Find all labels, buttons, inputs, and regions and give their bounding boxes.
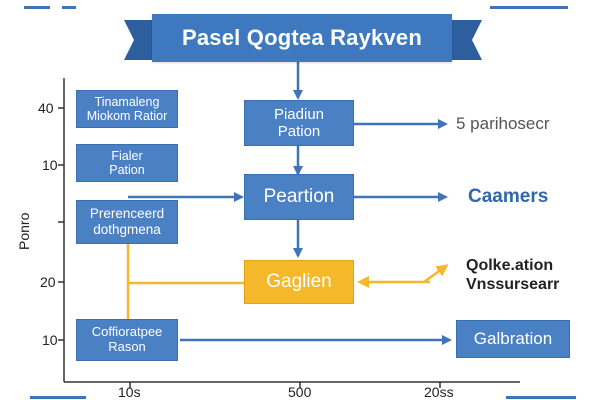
output-lower-line1: Qolke.ation [466,257,554,274]
diagram-title: Pasel Qogtea Raykven [181,25,422,50]
output-top-text: 5 parihosecr [456,114,550,133]
center-box-middle: Peartion [244,174,354,220]
diagram-title-banner: Pasel Qogtea Raykven [152,14,452,62]
x-axis-ticks [129,382,441,388]
yellow-arrow-out [423,264,449,284]
output-bottom-box: Galbration [456,320,570,358]
left-box-3-line2: dothgmena [93,222,161,237]
y-label-3: Ponro [16,212,32,250]
y-axis-ticks [58,107,64,341]
output-bottom-box-label: Galbration [473,329,553,349]
left-box-1: Tinamaleng Miokom Ratior [76,90,178,128]
left-box-2: Fialer Pation [76,144,178,182]
output-middle-text: Caamers [468,186,549,207]
left-box-1-line2: Miokom Ratior [86,109,168,123]
left-box-2-line2: Pation [109,163,145,177]
left-box-3-line1: Prerenceerd [89,206,165,222]
center-box-top-line2: Pation [277,123,321,140]
left-box-1-line1: Tinamaleng [94,94,160,109]
banner-ribbon-right [452,20,482,60]
left-box-2-line1: Fialer [111,148,143,163]
left-box-4-line2: Rason [108,339,146,354]
y-label-1: 40 [38,100,54,116]
left-box-3: Prerenceerd dothgmena [76,200,178,244]
left-box-4-line1: Coffioratpee [91,324,163,340]
bottom-left-rule [30,396,86,399]
banner-ribbon-left [124,20,152,60]
center-box-bottom: Gaglien [244,260,354,304]
y-label-4: 20 [40,274,56,290]
y-label-5: 10 [42,332,58,348]
bottom-right-rule [506,396,576,399]
left-box-4: Coffioratpee Rason [76,319,178,361]
top-right-rule [490,6,568,9]
top-left-rule [24,6,50,9]
center-box-middle-label: Peartion [263,186,335,208]
x-label-3: 20ss [424,384,454,400]
center-box-top: Piadiun Pation [244,100,354,146]
top-left-rule-2 [62,6,76,9]
output-lower-line2: Vnssursearr [466,276,560,293]
x-label-1: 10s [118,384,141,400]
center-box-bottom-label: Gaglien [266,271,332,293]
center-box-top-line1: Piadiun [273,105,325,123]
x-label-2: 500 [288,384,312,400]
y-label-2: 10 [42,157,58,173]
